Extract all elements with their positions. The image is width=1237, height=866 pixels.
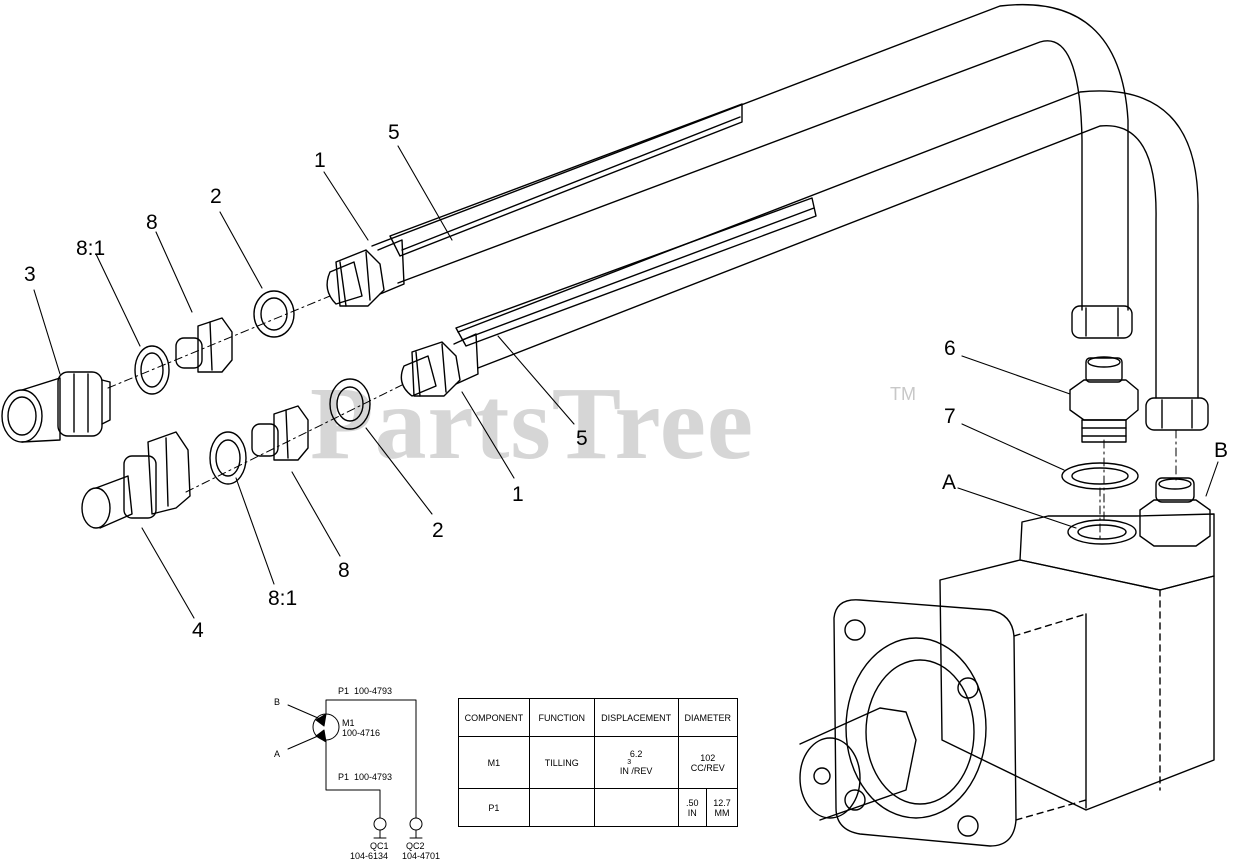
cell-diameter: 102 CC/REV [677, 736, 739, 789]
lower-hose-end-fitting [400, 333, 479, 397]
callout-4: 4 [192, 619, 204, 642]
schematic-qc2-id: QC2 [406, 841, 425, 851]
diameter-unit: CC/REV [690, 762, 725, 773]
fitting-6 [1069, 356, 1139, 443]
diameter-mm-unit: MM [714, 807, 730, 818]
header-diameter: DIAMETER [677, 698, 739, 737]
diameter-value: 102 [700, 752, 716, 763]
cell-function: TILLING [528, 736, 595, 789]
schematic-line-top-part: 100-4793 [354, 686, 393, 696]
spec-table: COMPONENT FUNCTION DISPLACEMENT DIAMETER… [458, 698, 739, 827]
schematic-qc2-part: 104-4701 [402, 851, 441, 861]
table-row: P1 .50 IN 12.7 MM [458, 788, 739, 827]
schematic-line-bottom-part: 100-4793 [354, 772, 393, 782]
adapter-8-upper [175, 317, 233, 373]
motor-hose-nuts [1071, 305, 1209, 431]
schematic-motor-part: 100-4716 [342, 728, 381, 738]
washer-8-1-upper [134, 345, 170, 395]
washer-7 [1061, 462, 1139, 490]
schematic-port-a: A [274, 749, 281, 759]
callout-2-upper: 2 [210, 185, 222, 208]
spec-table-header: COMPONENT FUNCTION DISPLACEMENT DIAMETER [458, 698, 739, 737]
washer-2-upper [253, 290, 295, 338]
callout-5-upper: 5 [388, 121, 400, 144]
cell-function [528, 788, 595, 827]
diameter-mm-value: 12.7 [713, 797, 731, 808]
upper-hose [371, 4, 1129, 311]
callout-b: B [1214, 439, 1229, 462]
cell-component: M1 [458, 736, 530, 789]
header-function: FUNCTION [528, 698, 595, 737]
coupler-4 [81, 431, 191, 529]
schematic-line-bottom: P1 100-4793 [338, 772, 393, 782]
hydraulic-motor [799, 513, 1215, 847]
schematic-line-top: P1 100-4793 [338, 686, 393, 696]
table-row: M1 TILLING 6.2 3 IN /REV 102 CC/REV [458, 736, 739, 789]
callout-8-1-upper: 8:1 [76, 237, 106, 260]
hydraulic-schematic [287, 699, 423, 839]
callout-6: 6 [944, 337, 956, 360]
leader-lines [33, 145, 1219, 619]
center-lines [107, 295, 1177, 541]
callout-7: 7 [944, 405, 956, 428]
diameter-in-unit: IN [687, 807, 697, 818]
diameter-in-value: .50 [686, 797, 699, 808]
callout-2-lower: 2 [432, 519, 444, 542]
adapter-8-lower [251, 405, 309, 461]
callout-1-upper: 1 [314, 149, 326, 172]
header-displacement: DISPLACEMENT [593, 698, 679, 737]
watermark-text: PartsTree [310, 366, 755, 481]
upper-hose-end-fitting [326, 239, 405, 307]
callout-8-1-lower: 8:1 [268, 587, 298, 610]
cell-diameter-in: .50 IN [677, 788, 707, 827]
displacement-value: 6.2 [629, 749, 643, 759]
washer-8-1-lower [209, 431, 247, 485]
callout-8-lower: 8 [338, 559, 350, 582]
callout-1-lower: 1 [512, 483, 524, 506]
schematic-line-bottom-id: P1 [338, 772, 350, 782]
lower-hose [455, 90, 1199, 399]
displacement-unit: IN /REV [619, 766, 653, 776]
callout-8-upper: 8 [146, 211, 158, 234]
callout-3: 3 [24, 263, 36, 286]
port-b-fitting [1139, 477, 1211, 547]
header-component: COMPONENT [458, 698, 530, 737]
callout-5-lower: 5 [576, 427, 588, 450]
callout-a: A [942, 471, 957, 494]
cell-component: P1 [458, 788, 530, 827]
cell-displacement [593, 788, 679, 827]
schematic-qc1-part: 104-6134 [350, 851, 389, 861]
schematic-qc1-id: QC1 [370, 841, 389, 851]
schematic-motor-id: M1 [342, 718, 355, 728]
trademark-mark: TM [890, 384, 916, 404]
coupler-3 [1, 371, 111, 443]
schematic-port-b: B [274, 697, 281, 707]
schematic-line-top-id: P1 [338, 686, 350, 696]
cell-diameter-mm: 12.7 MM [705, 788, 739, 827]
displacement-exponent: 3 [627, 759, 632, 766]
cell-displacement: 6.2 3 IN /REV [593, 736, 679, 789]
